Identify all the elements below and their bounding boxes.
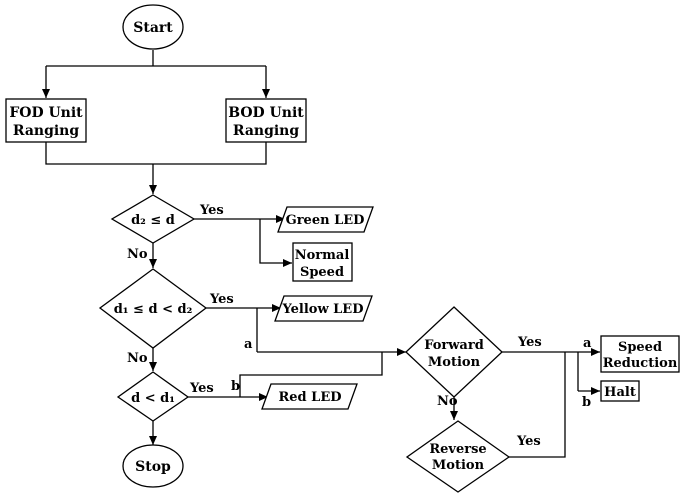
yes-label-1: Yes [199,203,224,218]
speed-reduction-box: Speed Reduction [600,335,680,373]
yes-label-reverse: Yes [516,434,541,449]
a-label-left: a [244,337,253,352]
fod-label-line1: FOD Unit [9,105,83,121]
forward-motion-line1: Forward [424,338,484,353]
bod-ranging-box: BOD Unit Ranging [225,98,307,143]
normal-speed-line2: Speed [300,265,344,280]
red-led-output: Red LED [261,383,358,410]
decision2-label: d₁ ≤ d < d₂ [114,302,193,317]
decision3-label: d < d₁ [131,391,175,406]
decision-forward-motion: Forward Motion [405,306,503,398]
yes-label-3: Yes [189,381,214,396]
fod-ranging-box: FOD Unit Ranging [5,98,87,143]
no-label-2: No [127,351,148,366]
yellow-led-label: Yellow LED [281,302,363,317]
green-led-output: Green LED [277,206,374,233]
yes-label-forward: Yes [517,335,542,350]
decision1-label: d₂ ≤ d [131,213,175,228]
decision-d-lt-d1: d < d₁ [116,371,190,422]
start-terminal: Start [122,4,184,50]
start-label: Start [133,20,173,36]
speed-reduction-line1: Speed [618,340,662,355]
yes-label-2: Yes [209,292,234,307]
no-label-forward: No [437,394,458,409]
stop-label: Stop [135,459,171,475]
a-label-right: a [583,336,592,351]
forward-motion-line2: Motion [428,355,481,370]
green-led-label: Green LED [286,213,365,228]
b-label-left: b [231,379,240,394]
reverse-motion-line2: Motion [432,458,485,473]
no-label-1: No [127,247,148,262]
speed-reduction-line2: Reduction [603,356,678,371]
halt-box: Halt [600,380,640,402]
fod-label-line2: Ranging [13,123,79,139]
decision-d2-le-d: d₂ ≤ d [110,194,196,244]
decision-reverse-motion: Reverse Motion [405,420,511,493]
normal-speed-line1: Normal [295,248,350,263]
normal-speed-box: Normal Speed [292,242,353,282]
red-led-label: Red LED [278,390,341,405]
yellow-led-output: Yellow LED [274,295,373,322]
bod-label-line2: Ranging [233,123,299,139]
halt-label: Halt [604,385,636,400]
reverse-motion-line1: Reverse [429,442,486,457]
bod-label-line1: BOD Unit [228,105,304,121]
stop-terminal: Stop [122,444,184,488]
decision-d1-le-d-lt-d2: d₁ ≤ d < d₂ [98,268,208,349]
connectors [42,50,600,458]
b-label-right: b [582,395,591,410]
